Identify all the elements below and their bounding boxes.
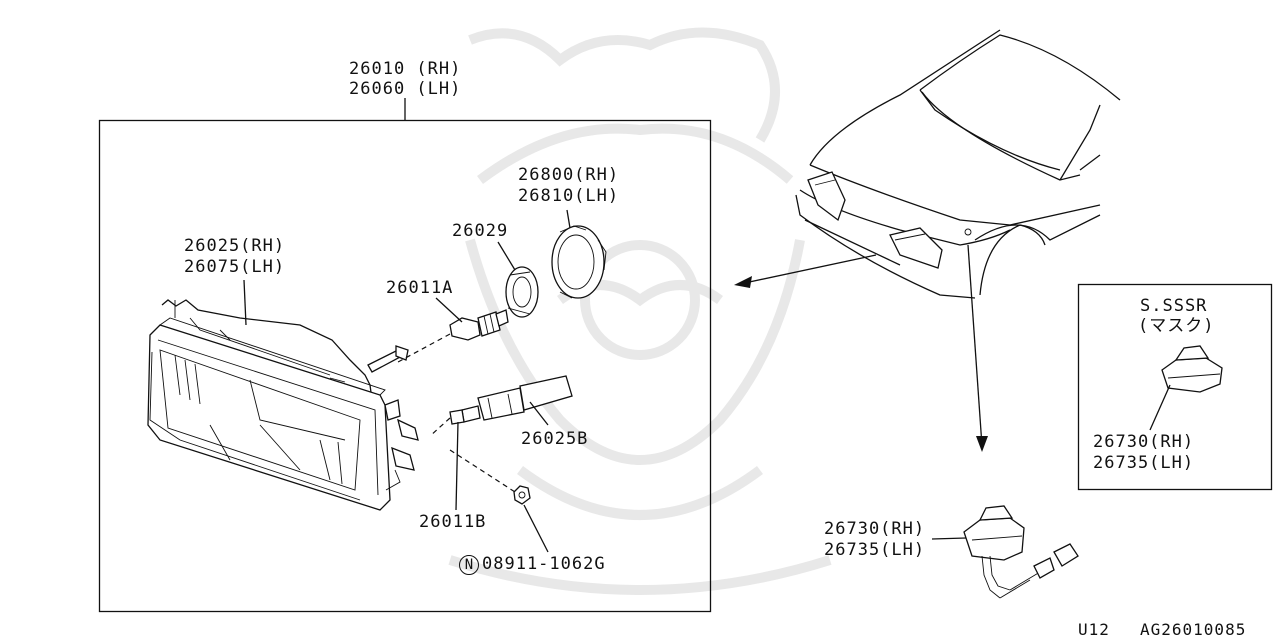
bulb-small-label: 26011B (419, 512, 487, 532)
retainer-part-rh: 26800(RH) (518, 165, 620, 185)
arrow-to-headlamp (734, 276, 752, 288)
inset-title: S.SSSR (1140, 296, 1208, 316)
inset-side-marker (1161, 345, 1223, 393)
inset-subtitle: (マスク) (1138, 316, 1215, 336)
retainer-part-lh: 26810(LH) (518, 186, 620, 206)
bulb-socket-b-label: 26025B (521, 429, 589, 449)
housing-part-rh: 26025(RH) (184, 236, 286, 256)
footer-ref: AG26010085 (1140, 620, 1247, 639)
inset-frame (1077, 283, 1273, 491)
bulb-main-label: 26011A (386, 278, 454, 298)
bulb-main (449, 309, 509, 341)
inset-part-rh: 26730(RH) (1093, 432, 1195, 452)
arrow-to-side-marker (976, 436, 988, 452)
side-marker-lamp (963, 505, 1079, 599)
car-front-view (795, 29, 1121, 299)
socket-label: 26029 (452, 221, 509, 241)
side-marker-part-rh: 26730(RH) (824, 519, 926, 539)
socket (505, 266, 539, 318)
assembly-frame (98, 119, 712, 613)
headlamp-housing (147, 299, 419, 511)
assembly-part-lh: 26060 (LH) (349, 79, 462, 99)
n-circle-icon: N (459, 555, 479, 575)
inset-part-lh: 26735(LH) (1093, 453, 1195, 473)
assembly-part-rh: 26010 (RH) (349, 59, 462, 79)
watermark-emblem (448, 27, 832, 595)
footer-code: U12 (1078, 620, 1110, 639)
side-marker-part-lh: 26735(LH) (824, 540, 926, 560)
nut (513, 485, 531, 505)
retainer-ring (551, 225, 607, 299)
bulb-socket-b (449, 375, 573, 425)
housing-part-lh: 26075(LH) (184, 257, 286, 277)
nut-part-number: 08911-1062G (482, 554, 606, 574)
